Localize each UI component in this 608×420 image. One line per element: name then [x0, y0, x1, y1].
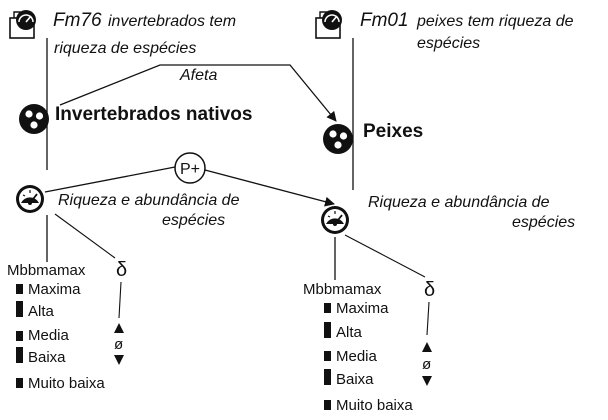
proportionality-line-in — [44, 166, 176, 193]
left-derivative-line — [118, 281, 122, 319]
right-fragment-title-line2: espécies — [417, 35, 480, 52]
model-fragment-icon[interactable] — [315, 9, 343, 39]
entity-icon[interactable] — [19, 104, 49, 134]
right-qs-marker — [324, 303, 331, 313]
left-quantity-line2: espécies — [162, 212, 225, 229]
left-qs-value: Muito baixa — [28, 375, 105, 392]
right-entity-name: Peixes — [363, 121, 423, 142]
left-qs-value: Alta — [28, 303, 55, 320]
configuration-arrow — [59, 64, 337, 122]
right-qs-value: Alta — [336, 324, 363, 341]
right-derivative-line — [426, 301, 430, 336]
proportionality-node[interactable] — [174, 152, 206, 184]
left-derivative-symbol: δ — [116, 259, 127, 281]
left-fragment-title-line2: riqueza de espécies — [54, 40, 196, 57]
left-derivative-connector — [54, 213, 116, 259]
model-fragment-icon[interactable] — [9, 9, 37, 39]
entity-icon[interactable] — [323, 124, 353, 154]
configuration-label: Afeta — [179, 67, 217, 84]
right-qs-marker — [324, 400, 331, 410]
left-derivative-down-arrow — [114, 355, 124, 365]
right-derivative-up-arrow — [422, 342, 432, 352]
right-qs-marker — [324, 351, 331, 361]
right-quantity-line2: espécies — [512, 214, 575, 231]
right-quantity-line1: Riqueza e abundância de — [368, 194, 550, 211]
right-derivative-connector — [344, 234, 426, 278]
right-derivative-zero: ø — [422, 356, 431, 373]
right-qs-value: Maxima — [336, 300, 389, 317]
left-qs-marker — [16, 284, 23, 294]
right-qs-value: Baixa — [336, 371, 374, 388]
right-qs-name: Mbbmamax — [303, 281, 382, 298]
left-qs-name: Mbbmamax — [7, 262, 86, 279]
left-qs-marker — [16, 301, 23, 317]
right-fragment-title-line1: peixes tem riqueza de — [416, 13, 574, 30]
right-qs-marker — [324, 369, 331, 385]
right-qs-value: Media — [336, 348, 378, 365]
left-derivative-zero: ø — [114, 336, 123, 353]
left-qs-value: Media — [28, 327, 70, 344]
right-qs-value: Muito baixa — [336, 397, 413, 414]
right-derivative-symbol: δ — [424, 279, 435, 301]
left-qs-values: Maxima Alta Media Baixa Muito baixa — [16, 281, 105, 392]
quantity-gauge-icon[interactable] — [15, 184, 45, 214]
right-qs-marker — [324, 322, 331, 338]
left-qs-value: Maxima — [28, 281, 81, 298]
left-entity-name: Invertebrados nativos — [55, 104, 252, 125]
left-derivative-up-arrow — [114, 323, 124, 333]
left-qs-marker — [16, 347, 23, 363]
right-fragment-code: Fm01 — [360, 10, 409, 31]
left-fragment-title-line1: invertebrados tem — [108, 13, 236, 30]
left-fragment-code: Fm76 — [53, 10, 102, 31]
left-quantity-line1: Riqueza e abundância de — [58, 192, 240, 209]
left-qs-marker — [16, 378, 23, 388]
quantity-gauge-icon[interactable] — [320, 205, 350, 235]
proportionality-arrow — [204, 169, 335, 207]
right-qs-values: Maxima Alta Media Baixa Muito baixa — [324, 300, 413, 414]
left-qs-marker — [16, 331, 23, 341]
left-qs-value: Baixa — [28, 349, 66, 366]
right-derivative-down-arrow — [422, 376, 432, 386]
proportionality-label: P+ — [180, 161, 200, 178]
